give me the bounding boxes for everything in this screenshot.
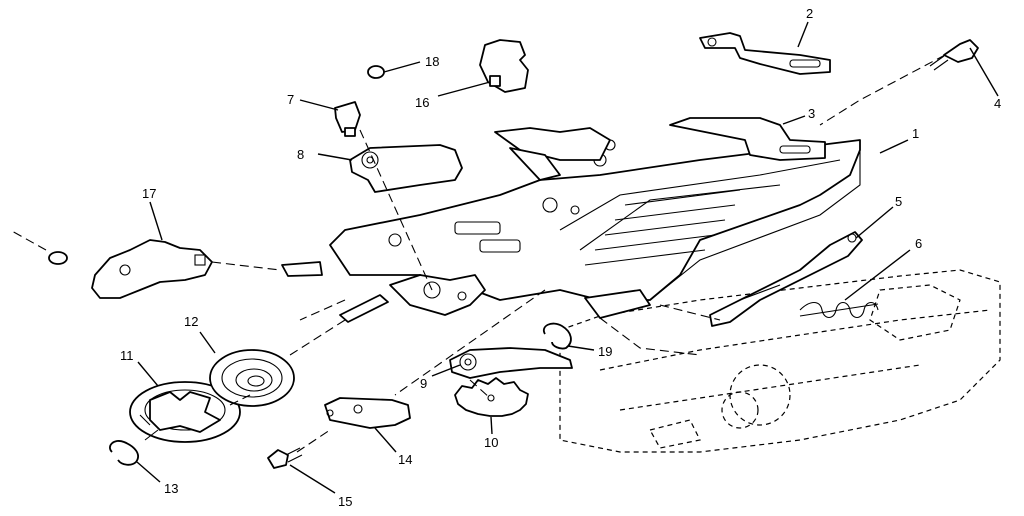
- callout-13: 13: [164, 481, 178, 496]
- part-10-gear: [454, 377, 529, 417]
- part-2-bracket: [699, 32, 831, 75]
- main-frame: [281, 127, 861, 323]
- part-11-hub: [129, 381, 241, 443]
- callout-5: 5: [895, 194, 902, 209]
- callout-11: 11: [120, 348, 134, 363]
- callout-14: 14: [398, 452, 412, 467]
- part-8-arm: [349, 144, 463, 193]
- callout-18: 18: [425, 54, 439, 69]
- callout-12: 12: [184, 314, 198, 329]
- callout-16: 16: [415, 95, 429, 110]
- part-15-screw: [267, 447, 303, 469]
- callout-8: 8: [297, 147, 304, 162]
- callout-1: 1: [912, 126, 919, 141]
- ghost-mechanism: [559, 269, 1001, 453]
- callout-3: 3: [808, 106, 815, 121]
- part-5-lever: [709, 231, 863, 327]
- part-13-clip: [109, 440, 139, 466]
- part-4-screw: [929, 39, 979, 71]
- callout-9: 9: [420, 376, 427, 391]
- assembly-lines: [9, 54, 946, 453]
- callout-4: 4: [994, 96, 1001, 111]
- callout-10: 10: [484, 435, 498, 450]
- part-9-arm: [449, 347, 573, 379]
- callout-2: 2: [806, 6, 813, 21]
- callout-6: 6: [915, 236, 922, 251]
- part-14-bracket: [324, 397, 411, 429]
- callout-7: 7: [287, 92, 294, 107]
- callout-labels: 1 2 3 4 5 6 7 8 9 10 11 12 13 14 15 16 1…: [120, 6, 1001, 509]
- part-6-spring: [799, 301, 879, 319]
- part-18-clip: [367, 65, 385, 79]
- leader-lines: [136, 21, 999, 494]
- part-12-coil-spring: [209, 349, 295, 407]
- callout-19: 19: [598, 344, 612, 359]
- part-16-switch: [479, 39, 529, 93]
- part-3-bracket: [669, 117, 826, 161]
- left-clip: [48, 251, 68, 265]
- part-17-bracket: [91, 239, 213, 299]
- part-19-clip: [542, 322, 572, 350]
- callout-15: 15: [338, 494, 352, 509]
- callout-17: 17: [142, 186, 156, 201]
- part-7-pin: [334, 101, 361, 137]
